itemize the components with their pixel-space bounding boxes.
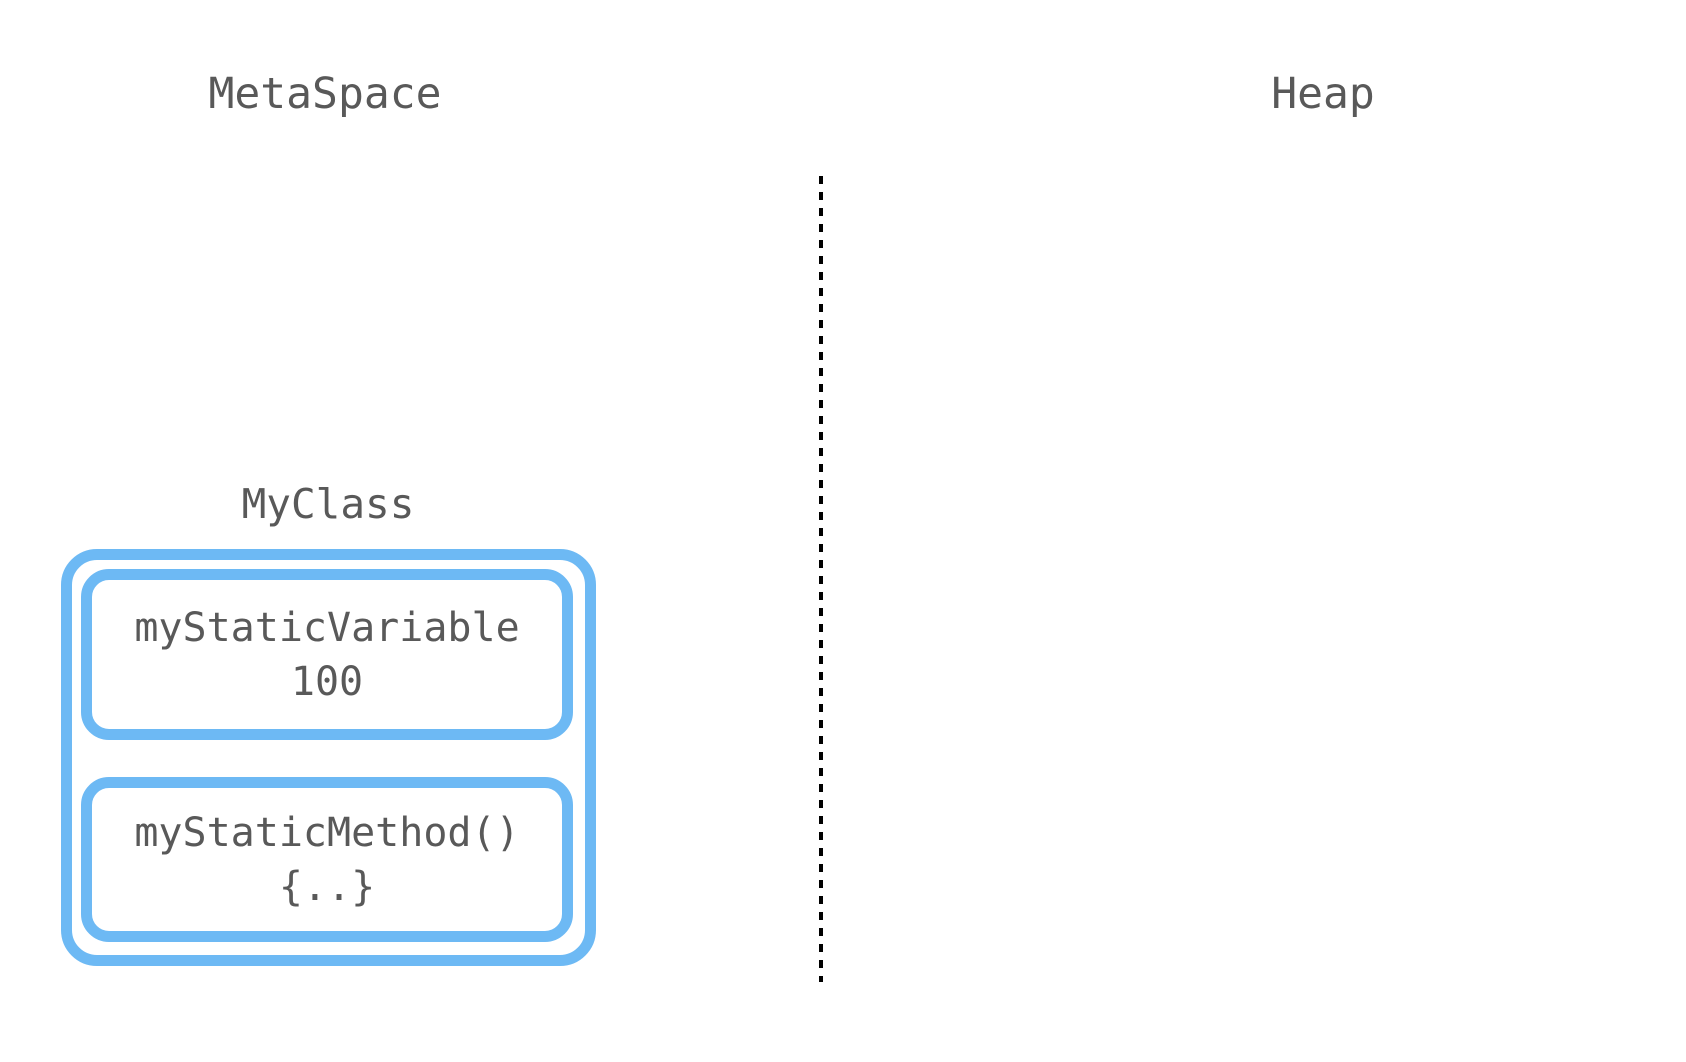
static-method-box: myStaticMethod() {..} bbox=[81, 777, 573, 942]
static-variable-box: myStaticVariable 100 bbox=[81, 569, 573, 740]
heap-region-title: Heap bbox=[1271, 69, 1375, 119]
metaspace-heap-divider bbox=[819, 176, 823, 982]
static-method-name: myStaticMethod() bbox=[134, 809, 520, 856]
static-variable-name: myStaticVariable bbox=[134, 604, 520, 651]
class-box: myStaticVariable 100 myStaticMethod() {.… bbox=[61, 549, 596, 966]
static-variable-value: 100 bbox=[290, 658, 364, 705]
class-name-label: MyClass bbox=[241, 480, 415, 528]
metaspace-region-title: MetaSpace bbox=[208, 69, 442, 119]
static-method-body: {..} bbox=[278, 863, 376, 910]
